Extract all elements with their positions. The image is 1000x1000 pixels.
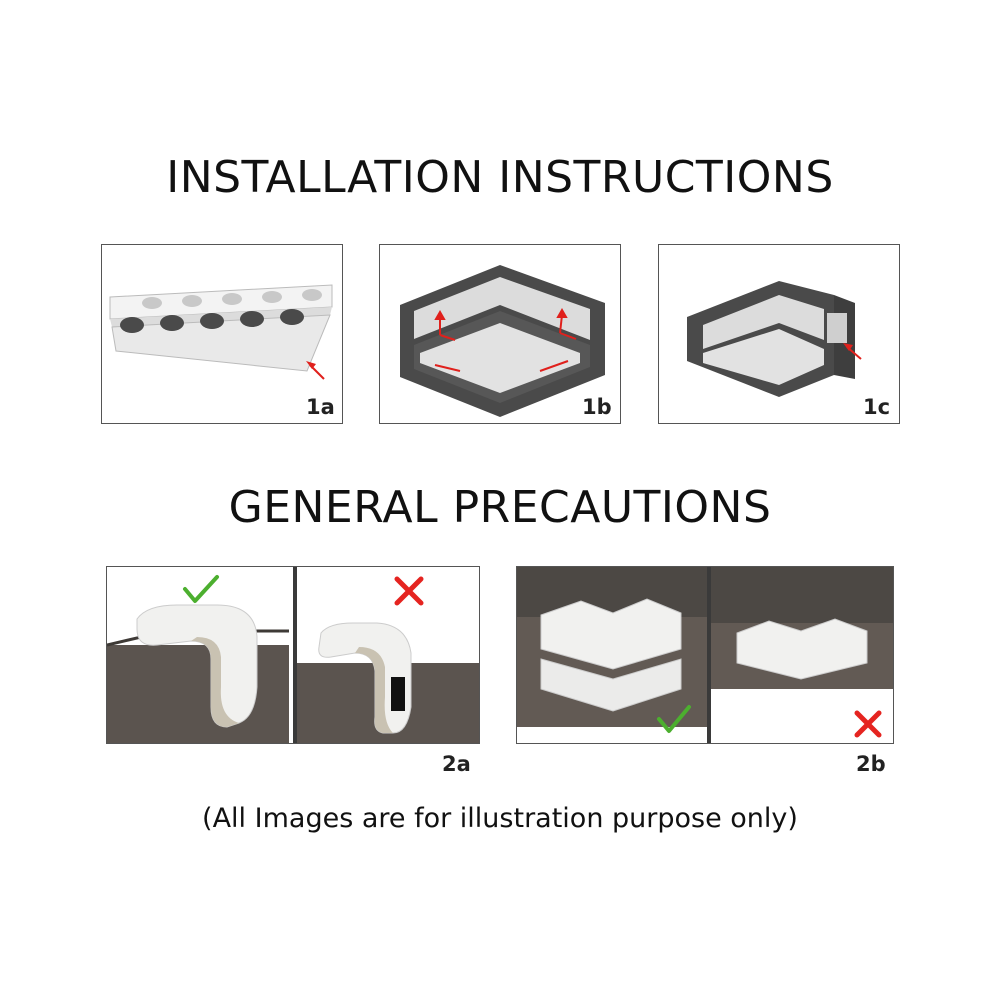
table-edge-comparison bbox=[107, 567, 479, 743]
step-1a-panel: 1a bbox=[101, 244, 343, 424]
cross-icon bbox=[854, 710, 882, 738]
corner-guard-tape-illustration bbox=[400, 265, 605, 417]
corner-guard-release-illustration bbox=[687, 281, 862, 397]
check-icon bbox=[183, 575, 219, 603]
installation-title: INSTALLATION INSTRUCTIONS bbox=[166, 152, 834, 203]
disclaimer-note: (All Images are for illustration purpose… bbox=[202, 803, 798, 834]
step-1c-panel: 1c bbox=[658, 244, 900, 424]
step-1c-label: 1c bbox=[863, 395, 891, 419]
check-icon bbox=[657, 705, 691, 733]
step-2a-label: 2a bbox=[442, 752, 471, 776]
step-1b-panel: 1b bbox=[379, 244, 621, 424]
tape-peel-illustration bbox=[109, 284, 333, 380]
corner-placement-comparison bbox=[517, 567, 893, 743]
step-1b-label: 1b bbox=[582, 395, 612, 419]
step-2a-panel bbox=[106, 566, 480, 744]
step-2b-panel bbox=[516, 566, 894, 744]
step-1a-label: 1a bbox=[306, 395, 335, 419]
step-2b-label: 2b bbox=[856, 752, 886, 776]
cross-icon bbox=[394, 576, 424, 606]
precautions-title: GENERAL PRECAUTIONS bbox=[228, 482, 772, 533]
